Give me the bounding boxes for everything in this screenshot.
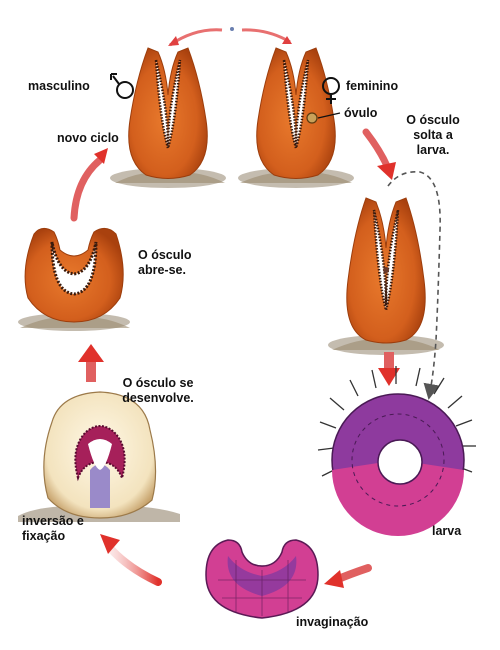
female-symbol-icon — [322, 77, 340, 104]
label-osculo-abre: O ósculo abre-se. — [138, 248, 192, 277]
larva — [317, 366, 476, 536]
label-osculo-solta: O ósculo solta a larva. — [406, 113, 460, 157]
label-osculo-desenvolve: O ósculo se desenvolve. — [122, 376, 194, 405]
ovum-pointer — [317, 112, 341, 119]
label-masculino: masculino — [28, 79, 90, 93]
ovum — [306, 112, 318, 124]
arrow-to-release — [362, 128, 396, 180]
sponge-female — [238, 47, 354, 188]
arrow-to-open — [78, 344, 104, 382]
arrow-new-cycle — [70, 148, 108, 222]
sponge-releasing — [328, 197, 444, 355]
arrow-to-fixation — [100, 534, 162, 586]
sponge-male — [110, 47, 226, 188]
invagination — [205, 539, 319, 619]
label-feminino: feminino — [346, 79, 399, 93]
label-novo-ciclo: novo ciclo — [57, 131, 119, 145]
label-inversao-fixacao: inversão e fixação — [22, 514, 84, 543]
top-arrows — [168, 27, 292, 47]
arrow-to-larva — [378, 352, 400, 386]
arrow-to-invagination — [324, 564, 372, 588]
sponge-open-osculum — [18, 228, 130, 331]
label-invaginacao: invaginação — [296, 615, 369, 629]
label-ovulo: óvulo — [344, 106, 378, 120]
sponge-fixation — [18, 391, 180, 522]
label-larva: larva — [432, 524, 462, 538]
male-symbol-icon — [110, 73, 134, 99]
dashed-release-arrow — [387, 170, 441, 400]
